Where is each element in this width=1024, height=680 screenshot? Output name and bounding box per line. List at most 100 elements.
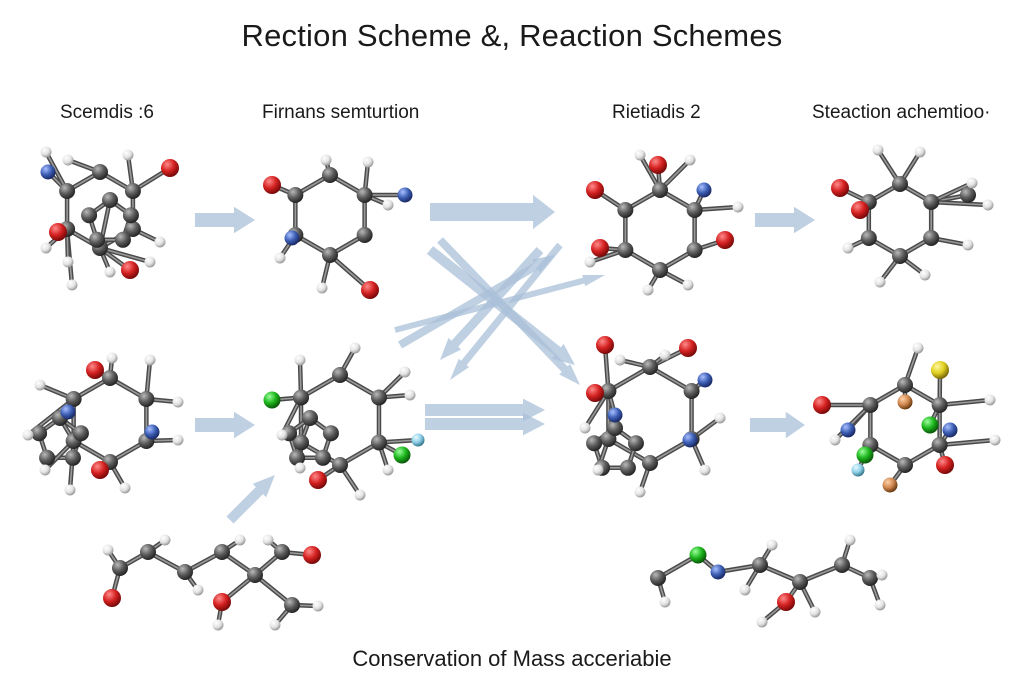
atom-c (214, 544, 230, 560)
atom-b (897, 394, 913, 410)
atom-h (842, 242, 854, 254)
atom-cl (263, 391, 281, 409)
atom-o (303, 546, 321, 564)
atom-h (40, 146, 52, 158)
atom-h (756, 616, 768, 628)
atom-c (322, 167, 338, 183)
atom-c (683, 383, 700, 399)
atom-h (172, 396, 184, 408)
atom-c (652, 182, 668, 198)
atom-c (931, 437, 948, 453)
atom-c (862, 570, 878, 586)
atom-h (919, 269, 931, 281)
atom-c (356, 227, 373, 243)
bond-highlight (938, 399, 991, 406)
atom-o (86, 361, 104, 379)
atom-h (22, 429, 34, 441)
atom-c (140, 544, 156, 560)
atom-c (586, 435, 603, 452)
atom-c (64, 449, 81, 466)
atom-o (649, 156, 667, 174)
atom-h (399, 366, 411, 378)
atom-c (332, 367, 348, 383)
atom-h (766, 539, 778, 551)
atom-n (397, 187, 413, 203)
atom-h (40, 242, 52, 254)
atom-c (289, 449, 306, 466)
atom-c (642, 455, 658, 471)
atom-h (64, 484, 76, 496)
molecule-top-2 (263, 154, 413, 299)
atom-h (872, 144, 884, 156)
atom-h (844, 534, 856, 546)
atom-h (102, 544, 114, 556)
atom-h (966, 177, 978, 189)
atom-f (411, 433, 425, 447)
atom-n (607, 407, 623, 423)
atom-c (65, 391, 82, 407)
atom-h (642, 284, 654, 296)
atom-h (684, 154, 696, 166)
atom-o (716, 231, 734, 249)
reaction-arrow-7 (750, 411, 805, 439)
atom-h (274, 252, 286, 264)
scheme-label-2: Firnans semturtion (262, 102, 420, 123)
atom-c (102, 192, 118, 208)
atom-o (596, 336, 614, 354)
atom-c (124, 221, 141, 237)
atom-h (614, 354, 626, 366)
atom-c (293, 389, 310, 406)
atom-c (923, 230, 940, 246)
atom-c (287, 187, 304, 203)
molecule-bottom-2 (650, 534, 888, 628)
molecule-mid-4 (813, 342, 1001, 493)
scheme-label-3: Rietiadis 2 (612, 102, 701, 123)
bond-highlight (607, 438, 651, 464)
scheme-label-1: Scemdis :6 (60, 102, 154, 123)
atom-c (686, 202, 703, 218)
atom-o (121, 261, 139, 279)
atom-h (634, 486, 646, 498)
atom-h (739, 584, 751, 596)
atom-cl (393, 446, 411, 464)
atom-h (106, 352, 118, 364)
atom-c (370, 389, 387, 406)
atom-b (882, 477, 898, 493)
atom-h (276, 429, 288, 441)
atom-h (154, 236, 166, 248)
atom-h (876, 569, 888, 581)
atom-c (686, 242, 703, 258)
atom-h (62, 256, 74, 268)
molecule-mid-1 (22, 352, 184, 496)
atom-h (144, 354, 156, 366)
atom-h (989, 434, 1001, 446)
atom-h (404, 389, 416, 401)
atom-c (293, 434, 310, 451)
atom-c (114, 231, 131, 248)
atom-cl (856, 446, 874, 464)
atom-h (829, 434, 841, 446)
atom-c (284, 597, 300, 613)
atom-n (60, 404, 76, 420)
atom-o (586, 384, 604, 402)
atom-h (144, 256, 156, 268)
atom-c (892, 176, 908, 192)
bond-highlight (938, 439, 996, 446)
reaction-arrow-6 (425, 412, 545, 436)
footer-caption: Conservation of Mass acceriabie (352, 646, 672, 671)
atom-h (349, 342, 361, 354)
diagram-title: Rection Scheme &, Reaction Schemes (241, 18, 783, 53)
atom-h (316, 282, 328, 294)
atom-c (627, 435, 644, 452)
atom-h (584, 256, 596, 268)
atom-c (314, 449, 331, 466)
atom-c (862, 397, 879, 413)
bond-highlight (607, 366, 651, 392)
atom-s (931, 361, 949, 379)
atom-h (592, 464, 604, 476)
atom-h (192, 584, 204, 596)
atom-n (40, 164, 56, 180)
atom-c (960, 187, 976, 203)
reaction-arrow-4 (195, 411, 255, 439)
atom-c (897, 457, 913, 473)
